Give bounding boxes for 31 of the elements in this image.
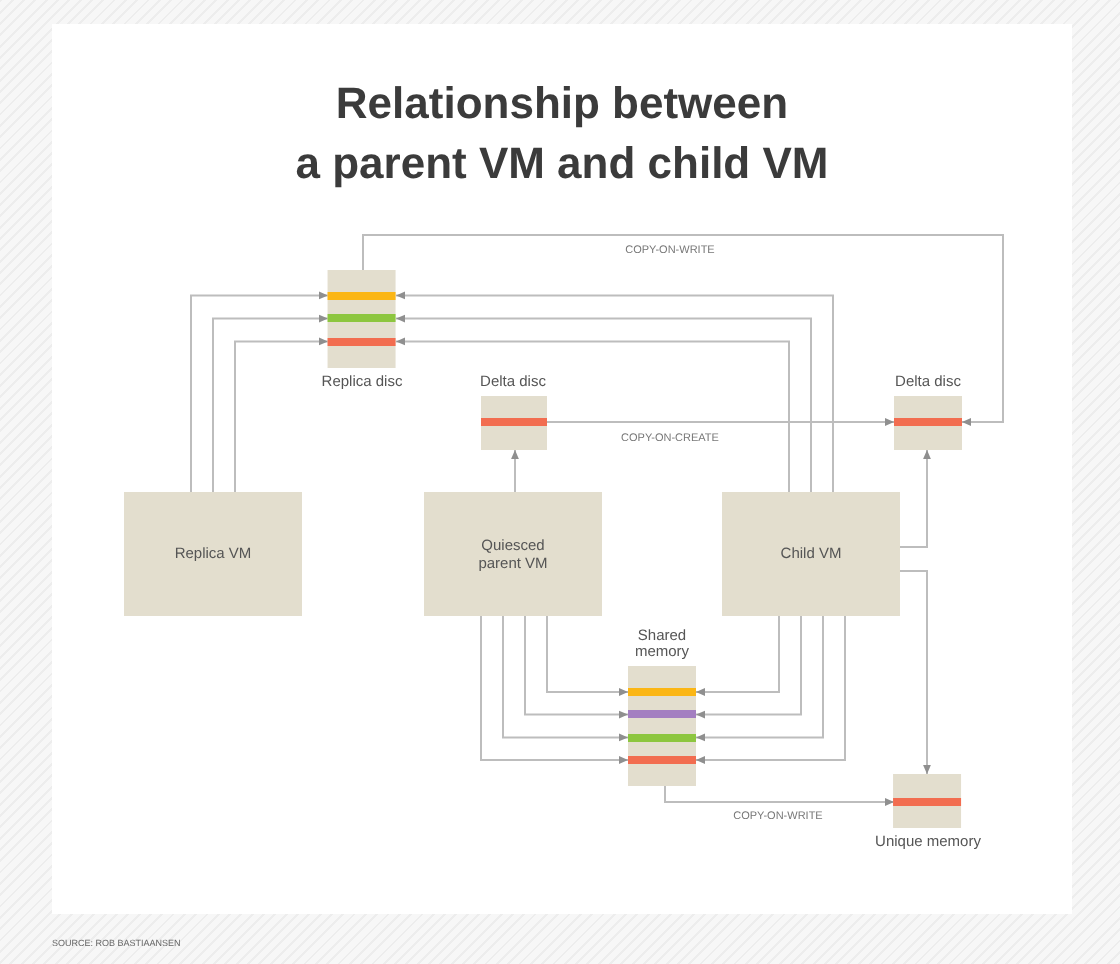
data-bar — [894, 798, 962, 806]
connector-arrow — [695, 615, 846, 764]
connector-arrow — [234, 337, 329, 493]
connector-arrow — [395, 314, 812, 493]
data-bar — [628, 756, 696, 764]
connector-arrow — [899, 570, 931, 775]
diagram-title: Relationship between a parent VM and child VM — [293, 76, 831, 192]
connector-arrow — [546, 615, 629, 696]
connector-arrow — [664, 785, 895, 806]
connector-arrow — [212, 314, 329, 493]
data-bar — [628, 710, 696, 719]
connector-arrow — [524, 615, 629, 719]
connector-arrow — [395, 337, 790, 493]
connector-arrow — [502, 615, 629, 742]
data-bar — [328, 314, 396, 323]
data-bar — [628, 733, 696, 742]
connector-arrow — [480, 615, 629, 764]
data-bar — [628, 688, 696, 696]
connector-arrow — [362, 234, 1004, 426]
connector-arrow — [695, 615, 824, 742]
connector-arrow — [511, 449, 519, 493]
data-bar — [328, 291, 396, 300]
connector-arrow — [695, 615, 802, 719]
connector-arrow — [395, 291, 834, 493]
connector-arrow — [695, 615, 780, 696]
connector-arrow — [545, 418, 895, 426]
connector-arrow — [190, 291, 329, 493]
data-bar — [480, 418, 546, 426]
data-bar — [894, 418, 962, 426]
connector-arrow — [899, 449, 931, 548]
data-bar — [328, 337, 396, 346]
